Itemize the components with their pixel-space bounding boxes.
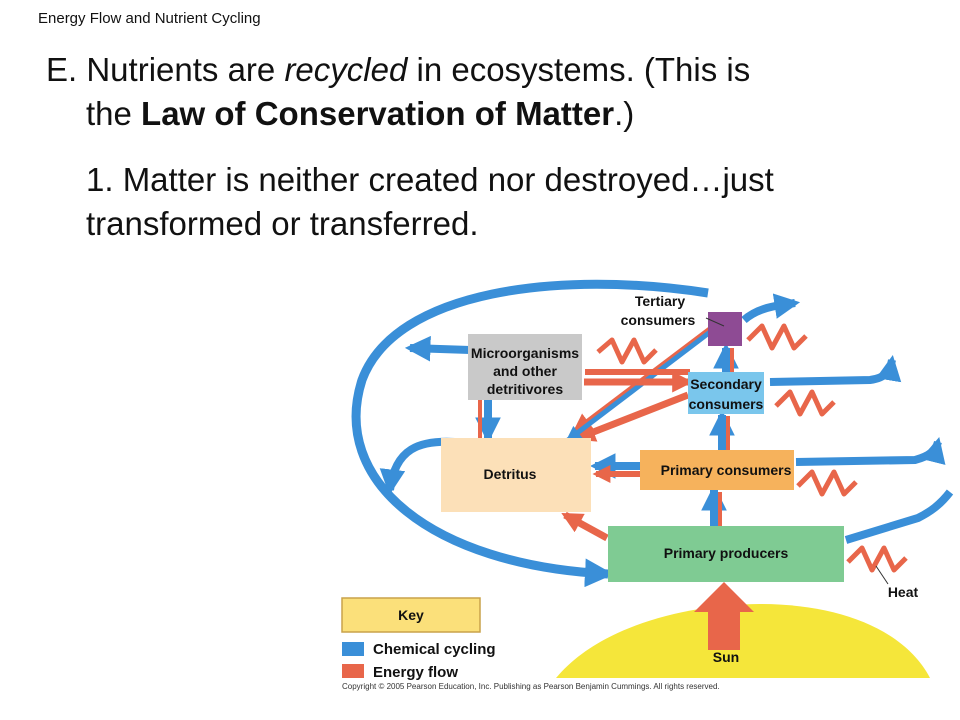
key-chemical-swatch: [342, 642, 364, 656]
chemical-right-producers: [844, 489, 954, 544]
tertiary-consumers-box: [708, 312, 742, 346]
micro-box: [468, 334, 582, 400]
micro-label-1: Microorganisms: [471, 345, 579, 361]
sun-to-producers-arrow: [694, 582, 754, 650]
heat-zigzag-producers: [846, 545, 908, 573]
ecosystem-diagram: Tertiary consumers Microorganisms and ot…: [341, 279, 954, 681]
heat-zigzag-tertiary: [746, 323, 808, 351]
key-chemical-label: Chemical cycling: [373, 641, 496, 658]
slide-header: Energy Flow and Nutrient Cycling: [38, 10, 261, 27]
sun-shape: [556, 604, 930, 678]
heat-zigzag-primary: [796, 469, 858, 497]
tertiary-label-1: Tertiary: [635, 293, 686, 309]
bullet-e: E. Nutrients are recycled in ecosystems.…: [46, 48, 906, 136]
sun-label: Sun: [713, 649, 739, 665]
heat-label: Heat: [888, 584, 919, 600]
energy-secondary-to-detritus: [574, 391, 690, 442]
tertiary-label-2: consumers: [621, 312, 696, 328]
bullet-e-suffix: .): [614, 95, 635, 132]
heat-leader: [875, 565, 889, 585]
secondary-label-1: Secondary: [690, 376, 762, 392]
copyright-text: Copyright © 2005 Pearson Education, Inc.…: [342, 682, 720, 691]
primary-producers-box: [608, 526, 844, 582]
bullet-1-line2: transformed or transferred.: [86, 205, 479, 242]
key-box: [341, 597, 481, 633]
detritus-box: [441, 438, 591, 512]
key-label: Key: [398, 607, 424, 623]
key-energy-label: Energy flow: [373, 664, 458, 681]
primary-consumers-label: Primary consumers: [661, 462, 792, 478]
bullet-e-bold: Law of Conservation of Matter: [141, 95, 615, 132]
chemical-right-tertiary: [741, 293, 801, 324]
micro-label-3: detritivores: [487, 381, 563, 397]
chemical-micro-left: [404, 335, 471, 362]
chemical-right-secondary: [769, 354, 902, 386]
bullet-e-line2-prefix: the: [86, 95, 142, 132]
chemical-cycle-loop: [351, 279, 709, 588]
bullet-e-italic: recycled: [284, 51, 408, 88]
tertiary-leader: [705, 317, 725, 327]
primary-producers-label: Primary producers: [664, 545, 789, 561]
detritus-label: Detritus: [484, 466, 537, 482]
energy-producers-to-detritus: [561, 511, 609, 542]
micro-label-2: and other: [493, 363, 557, 379]
bullet-e-middle: in ecosystems. (This is: [407, 51, 751, 88]
heat-zigzag-micro: [596, 337, 658, 365]
bullet-1-line1: 1. Matter is neither created nor destroy…: [86, 161, 774, 198]
primary-consumers-box: [640, 450, 794, 490]
key-energy-swatch: [342, 664, 364, 678]
heat-zigzag-secondary: [774, 389, 836, 417]
chemical-right-primary: [795, 437, 946, 466]
secondary-label-2: consumers: [689, 396, 764, 412]
secondary-consumers-box: [688, 372, 764, 414]
bullet-e-prefix: E. Nutrients are: [46, 51, 285, 88]
bullet-1: 1. Matter is neither created nor destroy…: [86, 158, 936, 246]
